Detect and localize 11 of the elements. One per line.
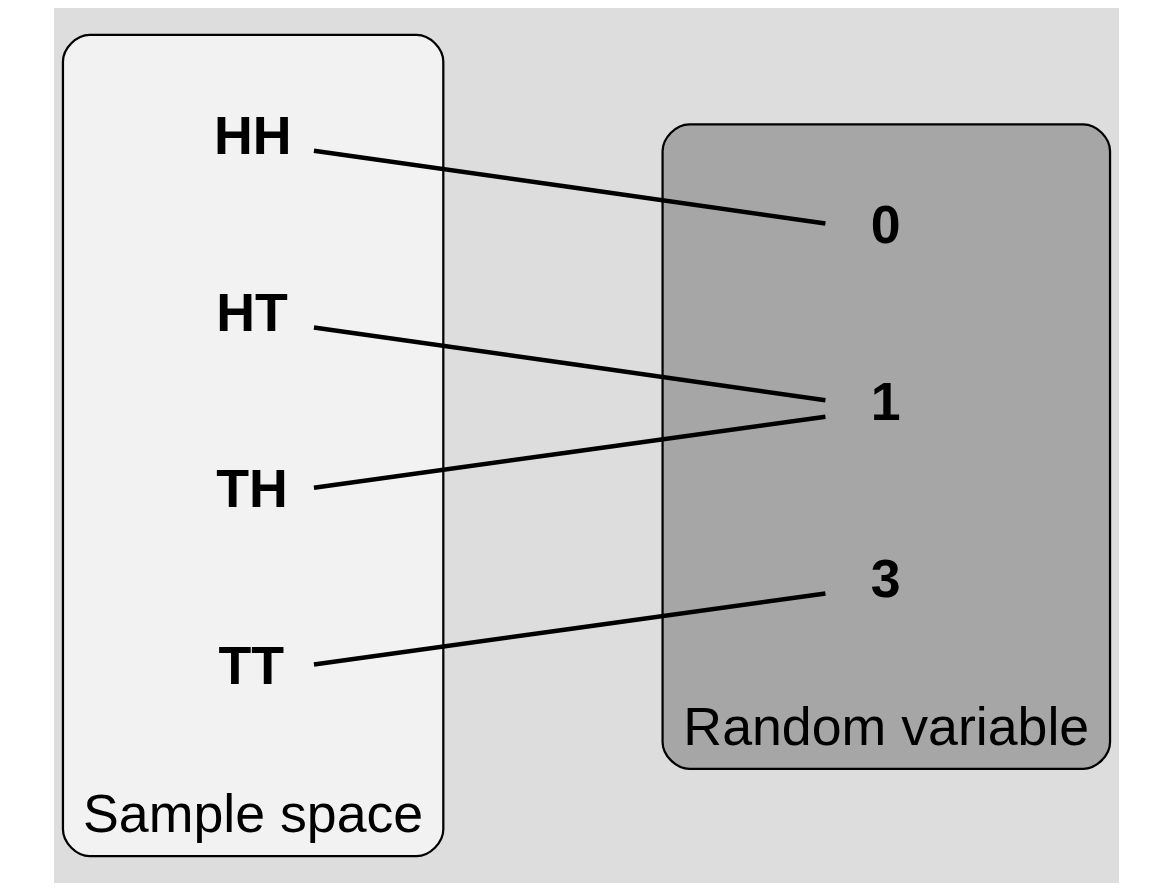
connector — [313, 148, 826, 226]
connector — [313, 325, 826, 403]
node-text: TH — [216, 458, 288, 519]
node-text: 0 — [870, 194, 901, 255]
node-text: HT — [216, 281, 288, 342]
node-text: HH — [213, 104, 292, 165]
node-text: 3 — [870, 547, 901, 608]
connector — [313, 414, 826, 490]
connector — [313, 591, 826, 667]
node-text: TT — [218, 635, 285, 696]
node-text: 1 — [870, 371, 901, 432]
